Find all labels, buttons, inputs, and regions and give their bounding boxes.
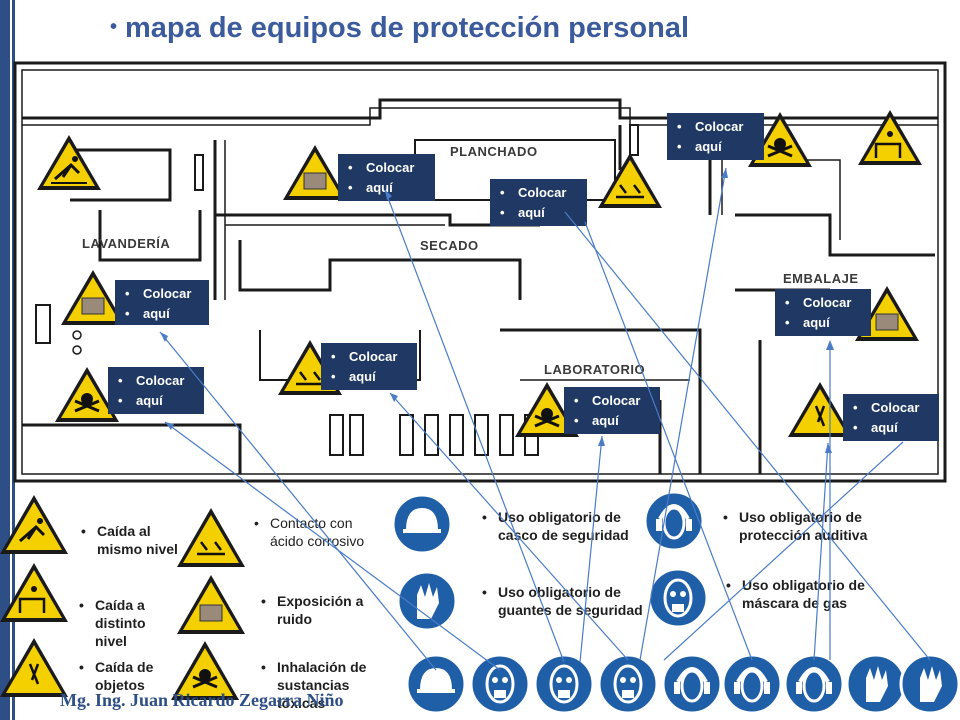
legend-corrosive-label: •Contacto con ácido corrosivo (254, 515, 365, 549)
toxic-icon (171, 641, 239, 700)
slide-title: •mapa de equipos de protección personal (110, 12, 690, 44)
corrosive-icon (177, 508, 245, 567)
place-here-callout: Colocaraquí (108, 367, 204, 414)
place-here-callout: Colocaraquí (564, 387, 660, 434)
room-label-planchado: PLANCHADO (450, 144, 538, 159)
connector-line (579, 435, 603, 663)
connector-line (584, 221, 753, 661)
legend-hard-hat-label: •Uso obligatorio de casco de seguridad (482, 509, 629, 543)
falling-objects-icon (788, 382, 852, 437)
legend-gas-mask-label: •Uso obligatorio de máscara de gas (726, 577, 865, 611)
place-here-callout: Colocaraquí (490, 179, 587, 226)
slide-title-text: mapa de equipos de protección personal (125, 12, 690, 44)
place-here-callout: Colocaraquí (667, 113, 764, 160)
legend-toxic-label: •Inhalación de sustancias tóxicas (261, 659, 367, 711)
connector-line (164, 421, 501, 671)
connector-line (813, 442, 829, 661)
connector-line (663, 441, 904, 661)
noise-icon (177, 575, 245, 634)
room-label-lavanderia: LAVANDERÍA (82, 236, 171, 251)
slip-hazard-icon (0, 495, 68, 554)
place-here-callout: Colocaraquí (843, 394, 939, 441)
place-here-callout: Colocaraquí (321, 343, 417, 390)
noise-icon (855, 286, 919, 341)
author-footer: Mg. Ing. Juan Ricardo Zegarra Niño (60, 690, 344, 710)
building-outline (13, 61, 947, 483)
slip-hazard-icon (37, 135, 101, 190)
noise-icon (283, 145, 347, 200)
connector-line (384, 189, 565, 663)
legend-slip-label: •Caída al mismo nivel (81, 523, 178, 557)
connector-line (159, 331, 437, 671)
room-label-laboratorio: LABORATORIO (544, 362, 646, 377)
legend-ear-protection-label: •Uso obligatorio de protección auditiva (723, 509, 868, 543)
toxic-icon (748, 112, 812, 167)
fall-from-height-icon (0, 563, 68, 622)
fall-from-height-icon (858, 110, 922, 165)
room-label-embalaje: EMBALAJE (783, 271, 859, 286)
legend-falling-objects-label: •Caída de objetos (79, 659, 154, 693)
noise-icon (61, 270, 125, 325)
connector-line (389, 392, 629, 661)
falling-objects-icon (0, 638, 68, 697)
corrosive-icon (278, 340, 342, 395)
legend-noise-label: •Exposición a ruido (261, 593, 364, 627)
corrosive-icon (598, 153, 662, 208)
toxic-icon (55, 367, 119, 422)
connector-line (639, 167, 727, 661)
left-accent-bar (0, 0, 10, 720)
toxic-icon (515, 382, 579, 437)
legend-fall-label: •Caída a distinto nivel (79, 597, 146, 649)
room-label-secado: SECADO (420, 238, 479, 253)
place-here-callout: Colocaraquí (115, 280, 209, 325)
place-here-callout: Colocaraquí (775, 289, 871, 336)
legend-gloves-label: •Uso obligatorio de guantes de seguridad (482, 584, 643, 618)
connector-line (564, 211, 931, 661)
